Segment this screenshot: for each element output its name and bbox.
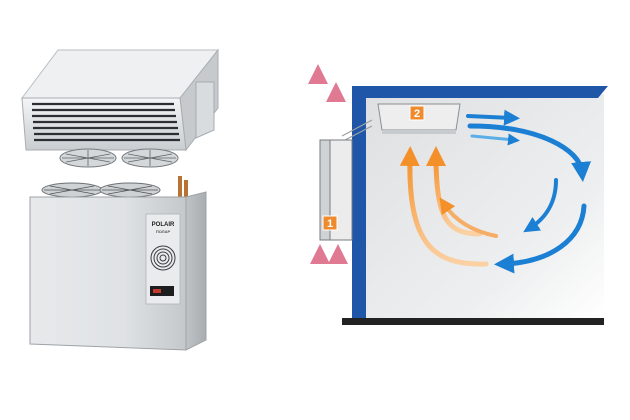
control-grille-icon	[150, 245, 176, 271]
condensing-unit: POLAIR ПОЛАР	[29, 176, 207, 351]
evaporator-fan-right	[121, 148, 179, 168]
cold-room-floor	[342, 318, 604, 325]
controller-display	[150, 286, 174, 296]
evaporator-box: 2	[377, 103, 461, 134]
refrigeration-flow-diagram: 2 1	[308, 64, 608, 325]
evaporator-fan-left	[59, 148, 117, 168]
condensing-box: 1	[319, 139, 353, 241]
split-system-photo: POLAIR ПОЛАР	[21, 48, 220, 351]
warm-air-arrows	[399, 146, 498, 267]
badge-2	[409, 105, 425, 121]
evaporator-grill	[32, 102, 180, 142]
evaporator-unit	[21, 48, 220, 168]
badge-1	[322, 215, 338, 231]
badge-2-label: 2	[414, 108, 420, 120]
brand-logo: POLAIR	[152, 222, 175, 228]
badge-1-label: 1	[327, 218, 333, 230]
brand-sub-logo: ПОЛАР	[156, 229, 171, 234]
condenser-fan-left	[41, 182, 103, 198]
condenser-fan-right	[99, 182, 161, 198]
hot-air-exhaust-arrows	[308, 64, 348, 305]
cold-air-arrows	[466, 109, 592, 274]
